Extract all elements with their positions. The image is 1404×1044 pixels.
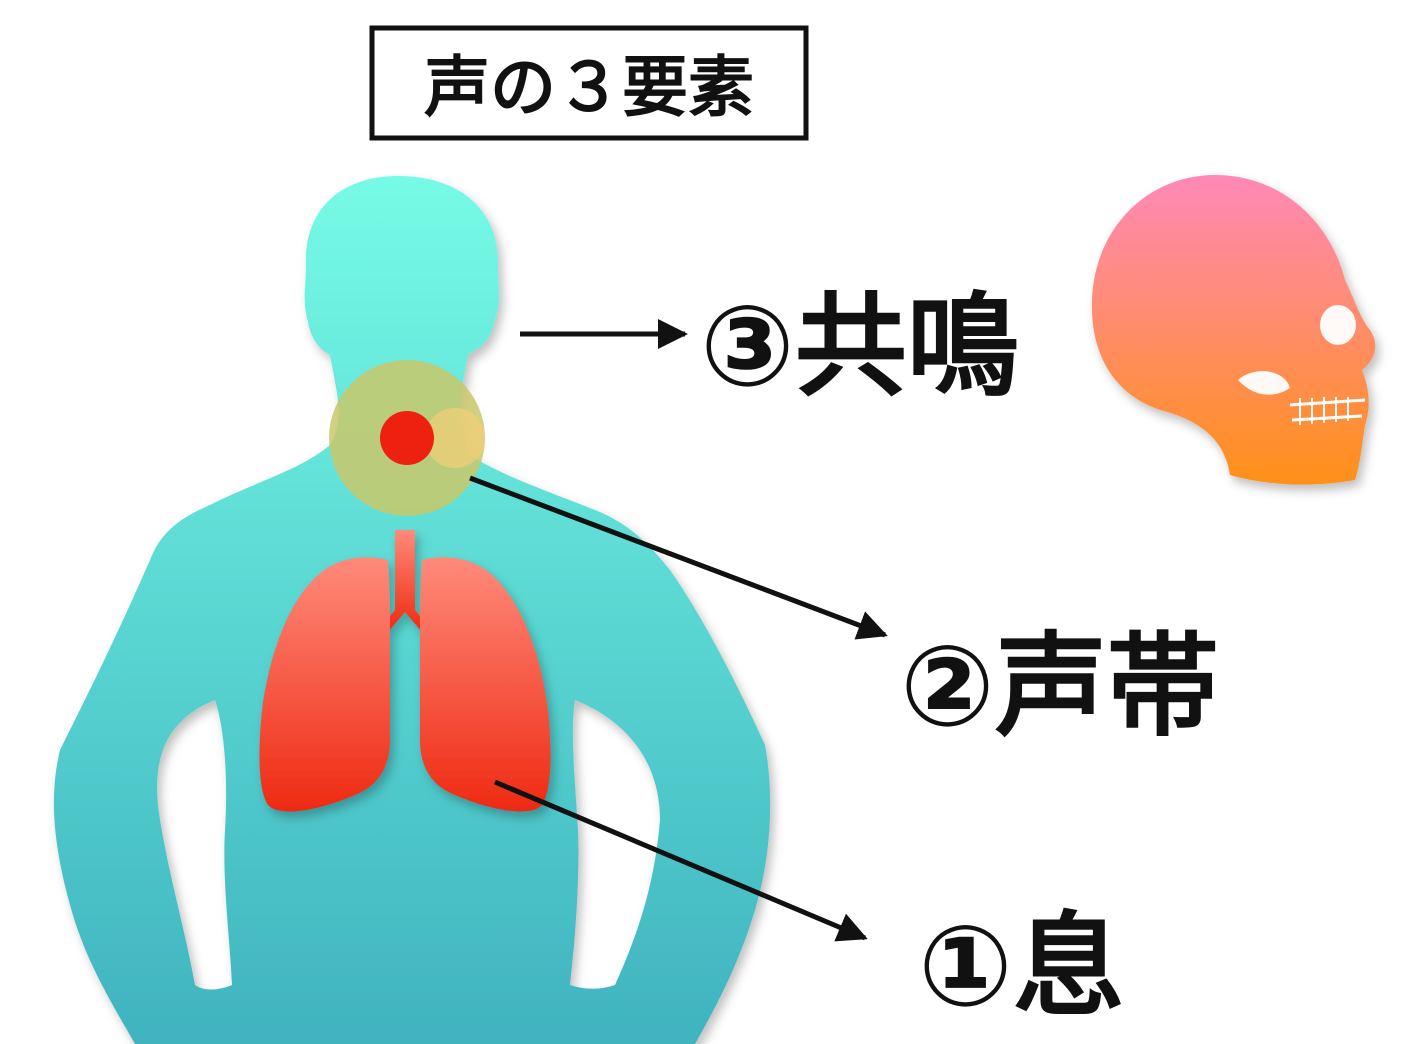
label-resonance: ③共鳴 (700, 282, 1019, 412)
throat-highlight-icon (329, 360, 485, 516)
skull-icon (1091, 175, 1376, 485)
label-breath: ①息 (918, 902, 1125, 1032)
vocal-cord-dot (380, 411, 434, 465)
arrow-to-breath (494, 779, 868, 942)
label-vocal-cords: ②声帯 (900, 622, 1219, 752)
arrows (469, 319, 888, 942)
page-title: 声の３要素 (424, 49, 754, 126)
lungs-icon (259, 530, 551, 812)
arrow-to-vocal-cords (469, 475, 888, 640)
title-box: 声の３要素 (369, 25, 809, 141)
